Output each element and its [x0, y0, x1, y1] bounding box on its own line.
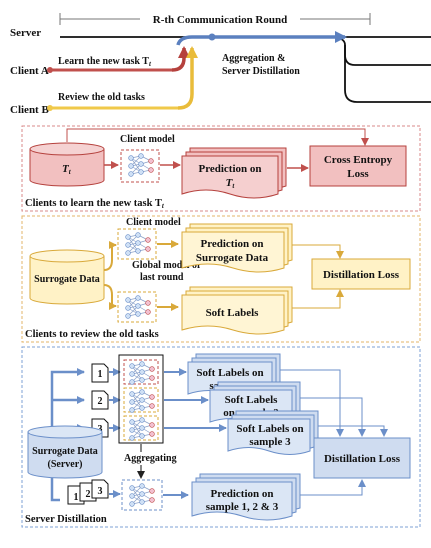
server-surrogate-database-icon: [27, 425, 103, 479]
distillation-loss-review-label: Distillation Loss: [323, 269, 400, 281]
client-a-upload-arrow: [171, 46, 190, 72]
prediction-samples-line2: sample 1, 2 & 3: [206, 501, 279, 513]
client-model-a-box: [123, 359, 159, 385]
distillation-loss-server-label: Distillation Loss: [324, 453, 401, 465]
panel-review-old-tasks: Surrogate Data Client model Global model…: [21, 215, 421, 343]
soft-labels-3-line1: Soft Labels on: [236, 423, 303, 435]
prediction-surrogate-line1: Prediction on: [200, 238, 263, 250]
neural-network-icon: [129, 389, 155, 413]
client-model-c-box: [123, 415, 159, 441]
neural-network-icon: [125, 232, 151, 256]
server-label: Server: [10, 27, 41, 39]
client-b-label: Client B: [10, 104, 49, 116]
surrogate-data-label: Surrogate Data: [34, 274, 100, 285]
global-model-line1: Global model of: [132, 260, 201, 271]
stack-num-2: 2: [86, 489, 91, 500]
neural-network-icon: [129, 361, 155, 385]
panel-server-border: [21, 346, 421, 528]
client-a-label: Client A: [10, 65, 49, 77]
aggregation-label: Aggregation &: [222, 53, 285, 64]
panel-new-task-border: [21, 125, 421, 212]
panel-review-border: [21, 215, 421, 343]
client-a-dot: [47, 67, 53, 73]
client-b-upload-arrow: [177, 46, 198, 110]
client-a-task: Learn the new task Tt: [58, 56, 152, 68]
soft-labels-sample-3-doc: [227, 410, 319, 455]
prediction-surrogate-line2: Surrogate Data: [196, 252, 269, 264]
global-model-box: [117, 291, 157, 323]
timeline: R-th Communication Round Server Client A…: [10, 13, 431, 116]
soft-labels-3-line2: sample 3: [249, 436, 291, 448]
client-model-label-2: Client model: [126, 217, 181, 228]
soft-labels-2-line1: Soft Labels: [225, 394, 279, 406]
sample-2-number: 2: [98, 396, 103, 407]
cross-entropy-line2: Loss: [347, 168, 369, 180]
cross-entropy-loss-box: [309, 145, 407, 187]
soft-labels-1-line1: Soft Labels on: [196, 367, 263, 379]
global-model-line2: last round: [140, 272, 184, 283]
panel-new-task-title: Clients to learn the new task Tt: [25, 198, 165, 210]
prediction-new-task-line2: Tt: [226, 177, 236, 190]
cross-entropy-line1: Cross Entropy: [324, 154, 393, 166]
panel-learn-new-task: Tt Client model Prediction on Tt Cross E…: [21, 125, 421, 212]
sample-2-doc-icon: [91, 390, 109, 410]
client-b-dot: [47, 105, 53, 111]
distillation-loss-box-server: [313, 437, 411, 479]
panel-server-title: Server Distillation: [25, 514, 107, 525]
surrogate-data-database-icon: [29, 249, 105, 305]
client-models-column: [118, 354, 164, 444]
aggregated-model-box: [121, 479, 163, 511]
soft-labels-label: Soft Labels: [206, 307, 260, 319]
prediction-samples-line1: Prediction on: [210, 488, 273, 500]
neural-network-icon: [125, 295, 151, 319]
prediction-new-task-line1: Prediction on: [198, 163, 261, 175]
aggregation-dot: [208, 33, 216, 41]
server-distillation-label: Server Distillation: [222, 66, 300, 77]
client-model-label-1: Client model: [120, 134, 175, 145]
client-b-task: Review the old tasks: [58, 92, 145, 103]
panel-server-distillation: 1 2 3 Soft Labels on sample 1: [21, 346, 421, 528]
prediction-samples-doc: [191, 473, 301, 521]
sample-1-number: 1: [98, 369, 103, 380]
panel-review-title: Clients to review the old tasks: [25, 329, 159, 340]
neural-network-icon: [129, 483, 155, 507]
server-surrogate-line2: (Server): [48, 459, 83, 470]
stack-num-1: 1: [74, 492, 79, 503]
client-model-b-box: [123, 387, 159, 413]
samples-stack-icon: [67, 479, 109, 505]
sample-1-doc-icon: [91, 363, 109, 383]
round-title: R-th Communication Round: [153, 14, 287, 26]
stack-num-3: 3: [98, 486, 103, 497]
neural-network-icon: [129, 417, 155, 441]
new-task-data-label: Tt: [62, 163, 72, 176]
client-model-box-2: [117, 228, 157, 260]
neural-network-icon: [128, 153, 154, 177]
soft-labels-doc: [181, 286, 293, 335]
server-surrogate-line1: Surrogate Data: [32, 446, 98, 457]
new-task-database-icon: [29, 142, 105, 187]
aggregation-arrow: [176, 31, 347, 46]
distillation-loss-box-review: [311, 258, 411, 290]
prediction-surrogate-doc: [181, 223, 293, 273]
aggregating-label: Aggregating: [124, 453, 177, 464]
prediction-new-task-doc: [181, 147, 287, 199]
